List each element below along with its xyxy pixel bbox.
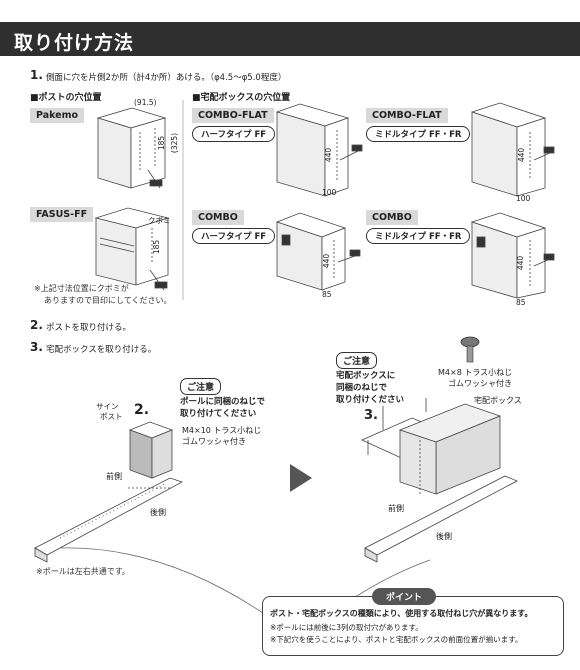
delivery-box-label: 宅配ボックス bbox=[474, 396, 522, 405]
box2-dim-height: 440 bbox=[517, 147, 527, 163]
pakemo-illustration bbox=[96, 107, 167, 189]
right-caution-line1: 宅配ボックスに bbox=[336, 371, 396, 381]
left-screw-line2: ゴムワッシャ付き bbox=[182, 437, 246, 446]
step1-number: 1. bbox=[30, 68, 43, 82]
box1-dim-height: 440 bbox=[324, 147, 334, 163]
box4-label: COMBO bbox=[366, 210, 418, 225]
left-pole-note: ※ポールは左右共通です。 bbox=[36, 567, 130, 576]
left-back-label: 後側 bbox=[150, 508, 166, 517]
right-screw-line1: M4×8 トラス小ねじ bbox=[438, 368, 513, 377]
box3-dim-depth: 85 bbox=[322, 290, 332, 299]
post-note-line2: ありますので目印にしてください。 bbox=[44, 296, 172, 305]
point-box bbox=[262, 596, 564, 656]
combo-middle-illustration bbox=[470, 212, 555, 299]
left-front-label: 前側 bbox=[106, 472, 122, 481]
right-install-illustration bbox=[361, 398, 518, 563]
box1-dim-depth: 100 bbox=[322, 188, 337, 197]
point-tag: ポイント bbox=[372, 588, 437, 605]
left-caution-line2: 取り付けてください bbox=[180, 409, 257, 419]
combo-half-illustration bbox=[275, 212, 361, 291]
fasus-dim-2: 185 bbox=[152, 239, 162, 255]
right-front-label: 前側 bbox=[388, 504, 404, 513]
left-step-number: 2. bbox=[134, 402, 150, 418]
sign-post-label-2: ポスト bbox=[100, 412, 123, 421]
pakemo-dim-1: (91.5) bbox=[134, 98, 157, 107]
box3-label: COMBO bbox=[192, 210, 244, 225]
pakemo-dim-2: 185 bbox=[157, 135, 167, 151]
left-caution-line1: ポールに同梱のねじで bbox=[180, 397, 266, 407]
step1-text: 側面に穴を片側2か所（計4か所）あける。（φ4.5〜φ5.0程度） bbox=[46, 73, 287, 83]
arrow-icon bbox=[290, 464, 312, 492]
step3-number: 3. bbox=[30, 340, 43, 354]
box2-type: ミドルタイプ FF・FR bbox=[366, 126, 471, 142]
header: 取り付け方法 bbox=[0, 0, 580, 56]
combo-flat-half-illustration bbox=[275, 103, 363, 197]
box4-type: ミドルタイプ FF・FR bbox=[366, 228, 471, 244]
box2-label: COMBO-FLAT bbox=[366, 108, 448, 123]
screw-icon bbox=[460, 336, 480, 363]
left-install-illustration bbox=[34, 421, 184, 563]
box4-dim-depth: 85 bbox=[516, 298, 526, 307]
step2-text: ポストを取り付ける。 bbox=[46, 323, 132, 333]
fasus-illustration bbox=[94, 207, 170, 291]
box1-type: ハーフタイプ FF bbox=[192, 126, 276, 142]
step3-text: 宅配ボックスを取り付ける。 bbox=[46, 345, 157, 355]
post-section-heading: ■ポストの穴位置 bbox=[30, 93, 102, 103]
fasus-label: FASUS-FF bbox=[30, 207, 94, 222]
left-screw-line1: M4×10 トラス小ねじ bbox=[182, 426, 262, 435]
pakemo-label: Pakemo bbox=[30, 108, 85, 123]
right-caution-line3: 取り付けください bbox=[336, 395, 405, 405]
sign-post-label-1: サイン bbox=[96, 402, 119, 411]
right-back-label: 後側 bbox=[436, 532, 452, 541]
post-note-line1: ※上記寸法位置にクボミが bbox=[34, 284, 129, 293]
point-line1: ポスト・宅配ボックスの種類により、使用する取付ねじ穴が異なります。 bbox=[270, 609, 533, 618]
point-line3: ※下記穴を使うことにより、ポストと宅配ボックスの前面位置が揃います。 bbox=[270, 635, 523, 644]
right-step-number: 3. bbox=[364, 408, 378, 423]
left-caution-title: ご注意 bbox=[180, 378, 222, 395]
box3-type: ハーフタイプ FF bbox=[192, 228, 276, 244]
box2-dim-depth: 100 bbox=[516, 194, 531, 203]
point-line2: ※ポールには前後に3列の取付穴があります。 bbox=[270, 623, 423, 632]
box4-dim-height: 440 bbox=[516, 255, 526, 271]
fasus-dim-1: クボミ bbox=[148, 216, 171, 225]
page-title: 取り付け方法 bbox=[14, 32, 135, 54]
combo-flat-middle-illustration bbox=[470, 102, 555, 197]
header-bar bbox=[0, 22, 580, 56]
right-caution-line2: 同梱のねじで bbox=[336, 383, 388, 393]
box1-label: COMBO-FLAT bbox=[192, 108, 274, 123]
right-screw-line2: ゴムワッシャ付き bbox=[448, 379, 512, 388]
pakemo-dim-3: (325) bbox=[170, 132, 180, 154]
step2-number: 2. bbox=[30, 318, 43, 332]
right-caution-title: ご注意 bbox=[336, 352, 378, 369]
box3-dim-height: 440 bbox=[322, 253, 332, 269]
box-section-heading: ■宅配ボックスの穴位置 bbox=[192, 93, 291, 103]
